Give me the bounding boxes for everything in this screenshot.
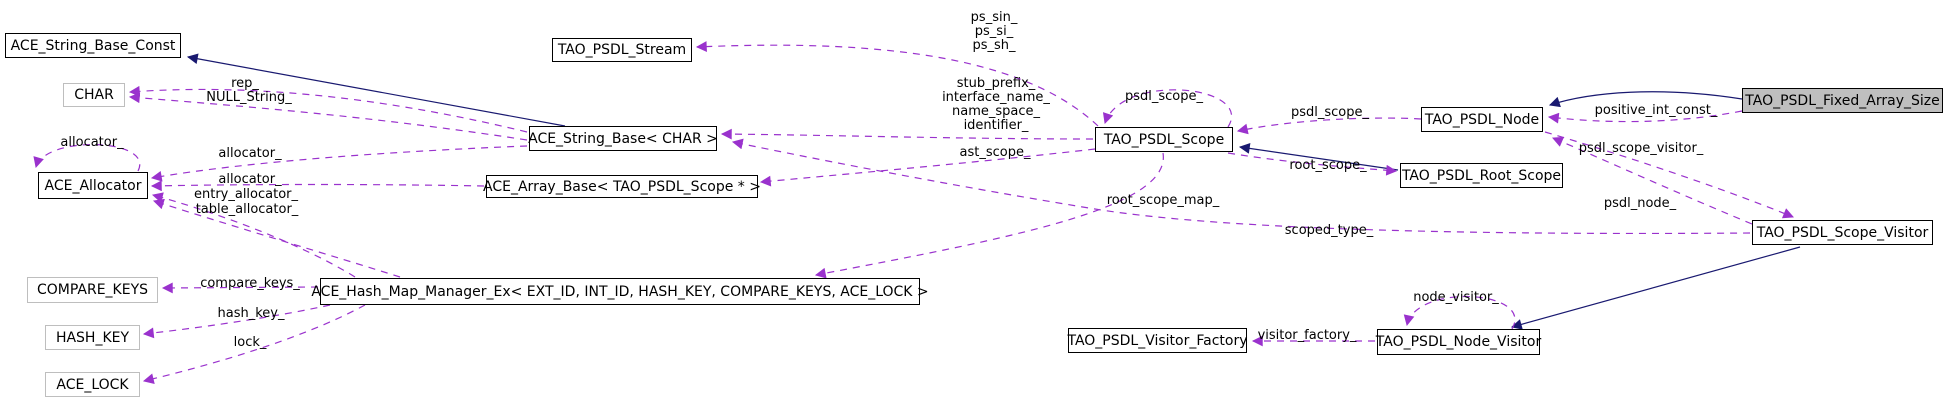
node-tao_psdl_visitor_factory[interactable]: TAO_PSDL_Visitor_Factory [1067,328,1248,353]
edge-tao_psdl_node-to-tao_psdl_scope [1236,117,1422,135]
edge-label-psdl_scope: psdl_scope_ [1124,89,1204,104]
edge-label-stub_prefix: stub_prefix_ interface_name_ name_space_… [942,76,1050,133]
edge-ace_hash_map-to-hash_key [142,304,331,339]
edge-tao_psdl_scope_visitor-to-tao_psdl_node_visitor [1510,246,1801,330]
edge-ace_hash_map-to-ace_allocator [152,198,401,278]
edge-label-scoped_type: scoped_type_ [1284,223,1374,238]
node-tao_psdl_root_scope[interactable]: TAO_PSDL_Root_Scope [1400,163,1563,188]
node-tao_psdl_fixed_array_size: TAO_PSDL_Fixed_Array_Size [1742,88,1943,113]
edge-label-allocator: allocator_ [60,135,124,150]
edge-tao_psdl_fixed_array_size-to-tao_psdl_node [1548,91,1743,108]
edge-ace_allocator-to-ace_allocator [33,144,141,172]
edge-tao_psdl_node_visitor-to-tao_psdl_node_visitor [1403,295,1516,330]
edge-tao_psdl_node-to-tao_psdl_scope_visitor [1544,131,1794,219]
node-ace_string_base_char[interactable]: ACE_String_Base< CHAR > [528,126,718,151]
edge-ace_array_base-to-ace_allocator [150,180,485,192]
node-tao_psdl_scope[interactable]: TAO_PSDL_Scope [1095,127,1233,152]
node-ace_array_base[interactable]: ACE_Array_Base< TAO_PSDL_Scope * > [483,175,761,198]
edge-label-rep: rep_ [231,76,259,91]
node-tao_psdl_scope_visitor[interactable]: TAO_PSDL_Scope_Visitor [1752,220,1933,245]
edge-label-allocator: allocator_ [218,172,282,187]
edge-ace_string_base_char-to-char [128,85,528,133]
edge-label-allocator: allocator_ [218,146,282,161]
edge-tao_psdl_scope-to-ace_array_base [759,148,1096,187]
edge-label-node_visitor: node_visitor_ [1413,290,1499,305]
node-tao_psdl_node_visitor[interactable]: TAO_PSDL_Node_Visitor [1376,329,1541,355]
edge-label-table_allocator: table_allocator_ [195,202,299,217]
node-hash_key: HASH_KEY [45,325,140,350]
edge-tao_psdl_fixed_array_size-to-tao_psdl_node [1547,110,1743,124]
edge-label-lock: lock_ [233,335,267,350]
node-compare_keys: COMPARE_KEYS [27,277,158,303]
edge-ace_hash_map-to-ace_lock [142,304,366,384]
edge-label-positive_int_const: positive_int_const_ [1594,103,1718,118]
node-tao_psdl_stream[interactable]: TAO_PSDL_Stream [552,38,692,62]
edge-label-psdl_scope: psdl_scope_ [1290,105,1370,120]
edge-label-entry_allocator: entry_allocator_ [193,187,299,202]
node-ace_lock: ACE_LOCK [45,372,140,397]
edge-label-psdl_node: psdl_node_ [1603,196,1677,211]
edge-label-root_scope_map: root_scope_map_ [1106,193,1220,208]
edge-ace_string_base_char-to-ace_allocator [150,145,528,182]
node-tao_psdl_node[interactable]: TAO_PSDL_Node [1421,107,1543,132]
edge-ace_string_base_char-to-ace_string_base_const [186,53,566,127]
edge-tao_psdl_root_scope-to-tao_psdl_scope [1238,143,1399,171]
edge-ace_hash_map-to-ace_allocator [151,192,356,278]
node-ace_string_base_const[interactable]: ACE_String_Base_Const [5,33,181,58]
node-ace_allocator[interactable]: ACE_Allocator [38,172,148,199]
edge-tao_psdl_scope_visitor-to-ace_string_base_char [731,138,1751,235]
node-ace_hash_map[interactable]: ACE_Hash_Map_Manager_Ex< EXT_ID, INT_ID,… [311,278,929,305]
edge-label-psdl_scope_visitor: psdl_scope_visitor_ [1578,141,1704,156]
edge-tao_psdl_scope-to-tao_psdl_scope [1102,89,1232,128]
node-char: CHAR [63,83,125,107]
edge-tao_psdl_scope-to-ace_hash_map [814,152,1164,279]
edge-label-ast_scope: ast_scope_ [959,145,1031,160]
edge-label-visitor_factory: visitor_factory_ [1257,328,1357,343]
edge-label-root_scope: root_scope_ [1289,158,1367,173]
edge-tao_psdl_scope-to-ace_string_base_char [720,128,1094,140]
edge-label-compare_keys: compare_keys_ [200,276,300,291]
edge-tao_psdl_scope_visitor-to-tao_psdl_node [1552,136,1753,225]
edge-label-ps_sin: ps_sin_ ps_si_ ps_sh_ [970,10,1018,53]
edge-tao_psdl_scope-to-tao_psdl_stream [695,41,1099,127]
edge-label-hash_key: hash_key_ [217,306,285,321]
edge-ace_string_base_char-to-char [128,92,528,141]
edge-label-NULL_String: NULL_String_ [206,90,292,105]
